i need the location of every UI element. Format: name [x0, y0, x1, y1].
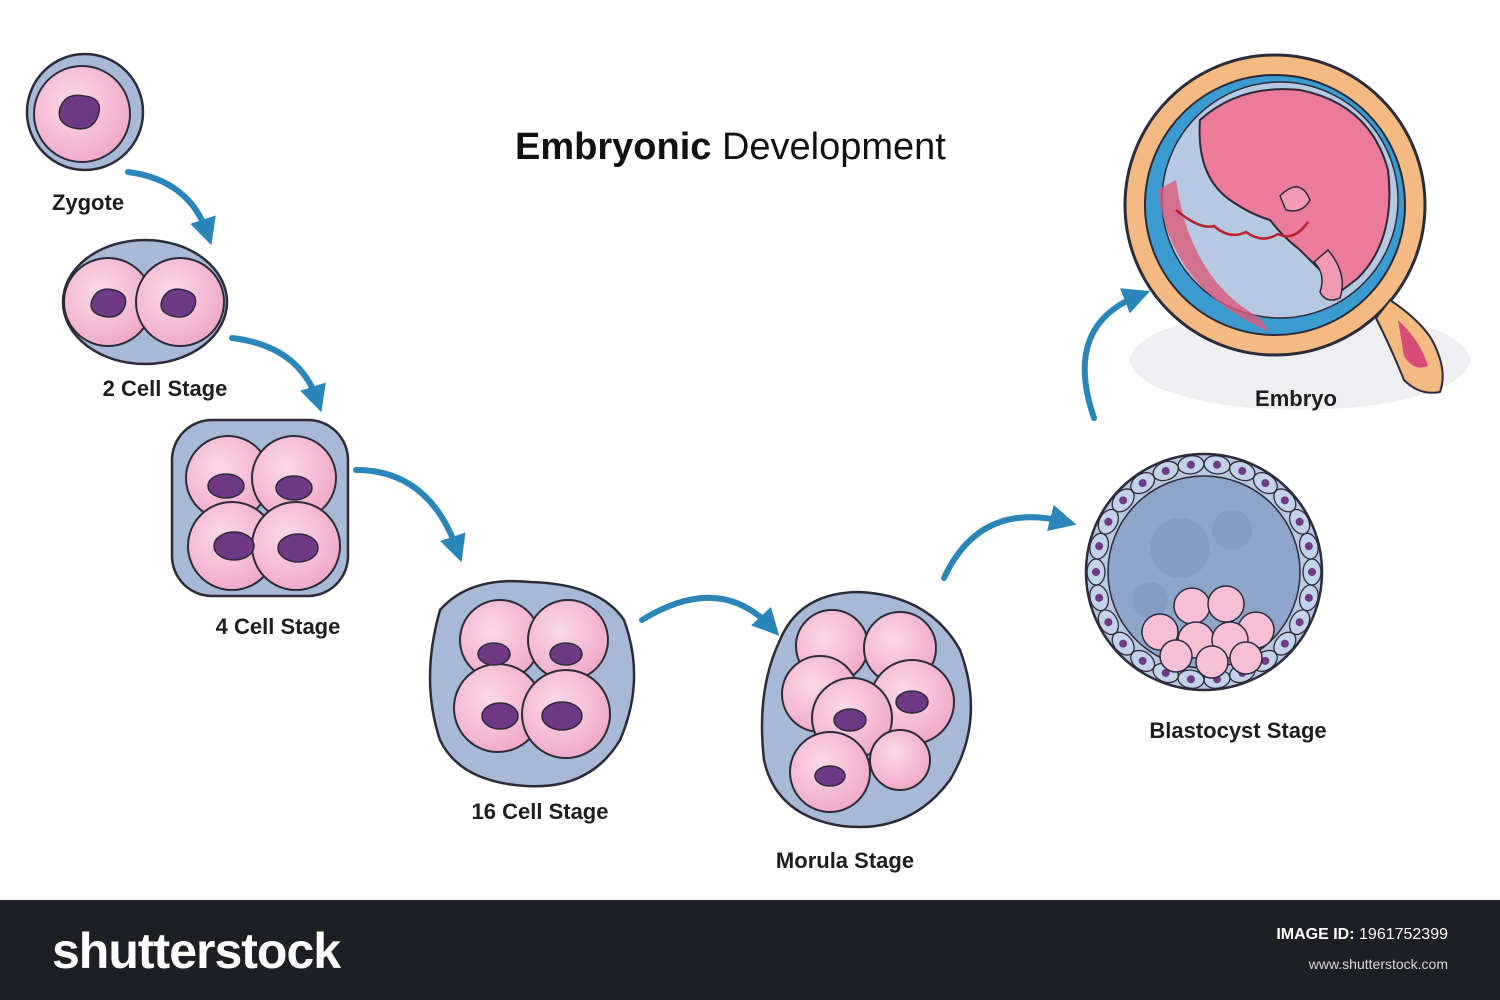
embryo-illustration [1123, 53, 1470, 410]
trophoblast-nucleus [1304, 593, 1313, 602]
label-zygote: Zygote [51, 190, 125, 215]
trophoblast-nucleus [1095, 593, 1104, 602]
trophoblast-nucleus [1280, 639, 1289, 648]
trophoblast-nucleus [1280, 496, 1289, 505]
two-cell-illustration [61, 238, 229, 366]
arrow-four-cell-to-sixteen-cell [353, 467, 466, 563]
diagram-title: Embryonic Development [515, 126, 946, 169]
trophoblast-nucleus [1104, 517, 1113, 526]
trophoblast-nucleus [1092, 568, 1100, 576]
trophoblast-nucleus [1161, 467, 1170, 476]
image-id-label: IMAGE ID: [1276, 926, 1355, 943]
four-cell-illustration [170, 418, 350, 598]
arrow-zygote-to-two-cell [125, 169, 216, 246]
trophoblast-nucleus [1213, 460, 1222, 469]
trophoblast-nucleus [1186, 675, 1195, 684]
trophoblast-nucleus [1104, 618, 1113, 627]
progression-arrows [125, 169, 1151, 636]
trophoblast-ring [1086, 455, 1322, 689]
trophoblast-nucleus [1138, 479, 1147, 488]
morula-illustration [760, 590, 973, 829]
trophoblast-nucleus [1295, 618, 1304, 627]
zygote-illustration [25, 52, 145, 172]
label-blastocyst: Blastocyst Stage [1149, 718, 1327, 743]
label-sixteen-cell: 16 Cell Stage [471, 799, 609, 824]
trophoblast-nucleus [1308, 568, 1316, 576]
trophoblast-nucleus [1261, 479, 1270, 488]
label-morula: Morula Stage [775, 848, 915, 873]
image-id-value: 1961752399 [1359, 926, 1448, 943]
trophoblast-nucleus [1295, 517, 1304, 526]
label-two-cell: 2 Cell Stage [102, 376, 228, 401]
footer-brand-logo: shutterstock [52, 923, 341, 979]
arrow-blastocyst-to-embryo [1081, 288, 1151, 421]
diagram-canvas [25, 52, 1470, 829]
footer-image-id: IMAGE ID: 1961752399 [1276, 926, 1448, 944]
label-embryo: Embryo [1255, 386, 1337, 411]
blastocyst-illustration [1084, 452, 1324, 692]
sixteen-cell-illustration [428, 579, 636, 788]
trophoblast-nucleus [1119, 639, 1128, 648]
arrow-morula-to-blastocyst [941, 504, 1077, 581]
trophoblast-nucleus [1119, 496, 1128, 505]
footer-bar: shutterstock IMAGE ID: 1961752399 www.sh… [0, 900, 1500, 1000]
trophoblast-nucleus [1161, 668, 1170, 677]
footer-site-url: www.shutterstock.com [1308, 956, 1448, 972]
trophoblast-nucleus [1138, 656, 1147, 665]
arrow-two-cell-to-four-cell [229, 335, 326, 413]
trophoblast-nucleus [1186, 460, 1195, 469]
trophoblast-nucleus [1095, 542, 1104, 551]
label-four-cell: 4 Cell Stage [215, 614, 341, 639]
trophoblast-nucleus [1238, 467, 1247, 476]
title-regular: Development [711, 126, 946, 168]
arrow-sixteen-cell-to-morula [639, 594, 780, 636]
trophoblast-nucleus [1304, 542, 1313, 551]
trophoblast-nucleus [1261, 656, 1270, 665]
title-bold: Embryonic [515, 126, 712, 168]
